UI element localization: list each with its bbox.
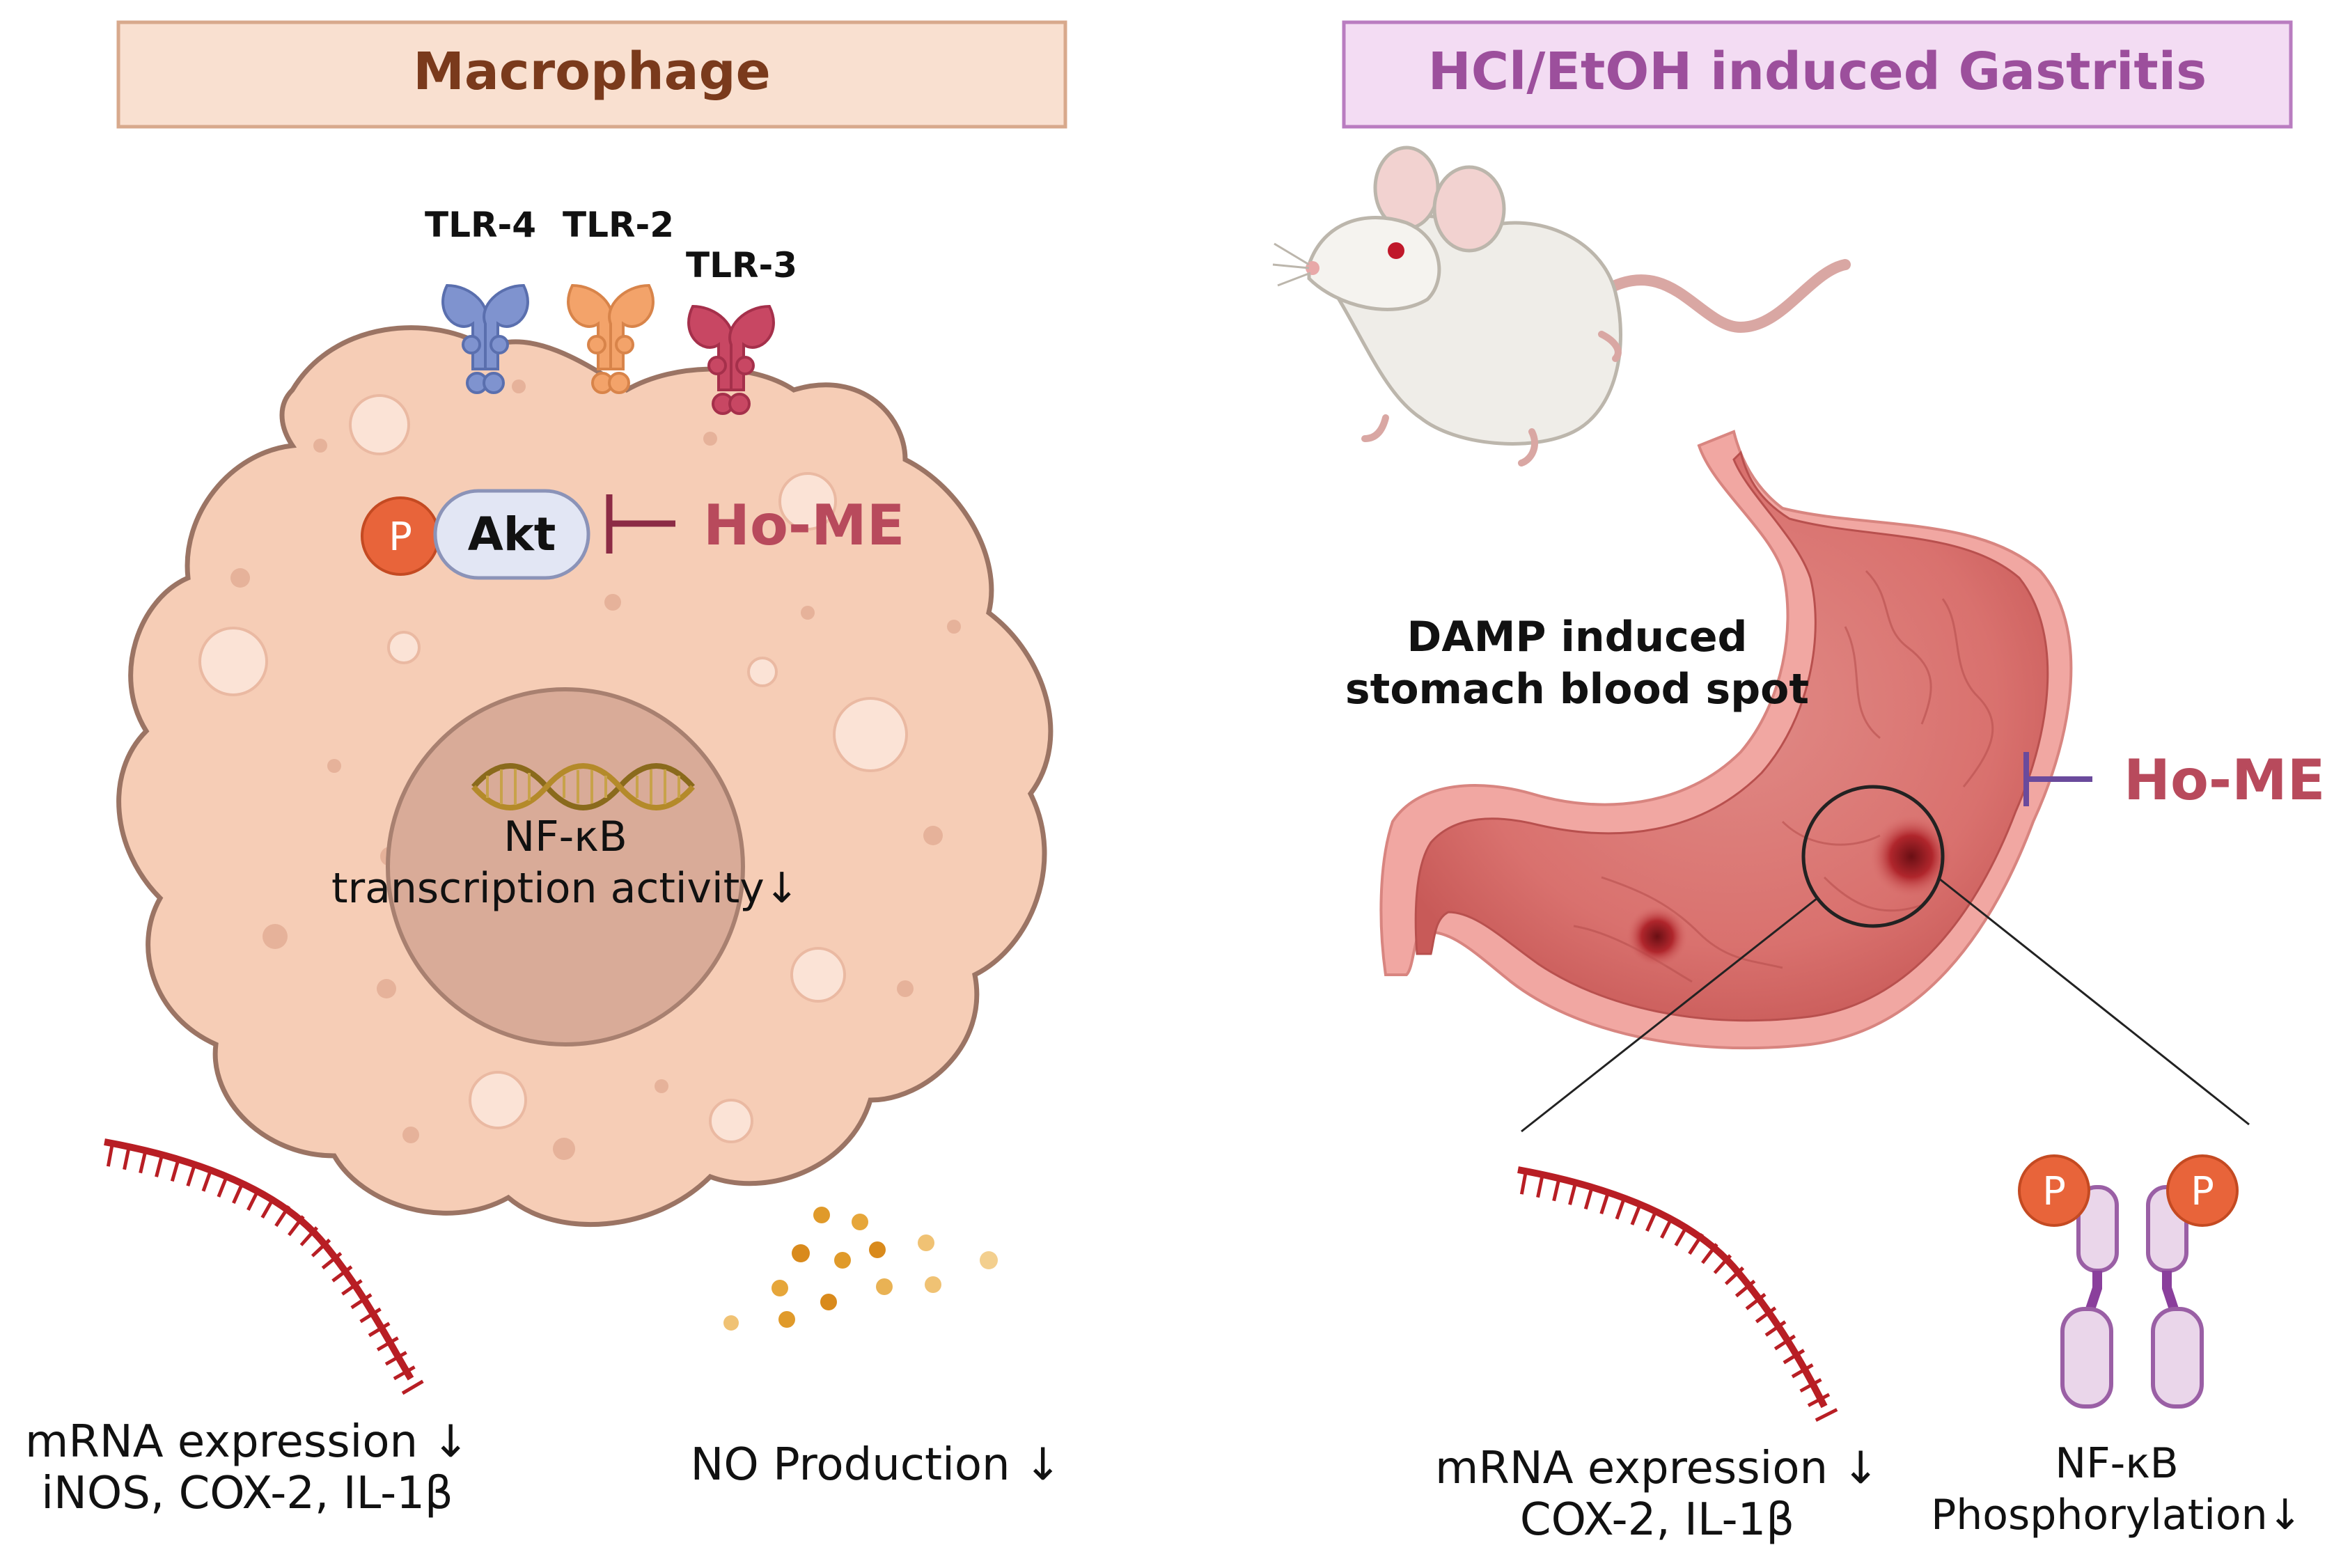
damp-text-line2: stomach blood spot: [1345, 665, 1809, 714]
nfkb-text-right-line1: NF-κB: [2055, 1439, 2179, 1488]
phospho-label: P: [389, 515, 412, 560]
tlr3-label: TLR-3: [686, 245, 797, 285]
mouse-icon: [1272, 146, 1851, 467]
tlr2-receptor-icon: [567, 283, 655, 394]
macrophage-panel: Macrophage: [25, 20, 1067, 1519]
mrna-strand-icon-right: [1517, 1166, 1840, 1425]
blood-spot-1: [1870, 815, 1953, 898]
tlr4-label: TLR-4: [425, 205, 536, 245]
akt-label: Akt: [468, 508, 556, 561]
blood-spot-2: [1626, 905, 1689, 968]
ho-me-label-right: Ho-ME: [2124, 748, 2325, 813]
nfkb-dimer-icon: [2060, 1185, 2204, 1409]
akt-pill: [433, 489, 590, 580]
gastritis-panel: HCl/EtOH induced Gastritis: [1272, 20, 2325, 1546]
zoom-circle: [1801, 785, 1945, 928]
macrophage-title: Macrophage: [413, 42, 771, 102]
phospho-circle-right-1: [2018, 1154, 2090, 1227]
mrna-text-right-line2: COX-2, IL-1β: [1520, 1494, 1794, 1546]
stomach-icon: [1379, 430, 2073, 1050]
tlr4-receptor-icon: [441, 283, 529, 394]
tlr2-label: TLR-2: [563, 205, 674, 245]
phospho-label-right-1: P: [2042, 1169, 2066, 1214]
phospho-circle-right-2: [2166, 1154, 2239, 1227]
no-particles-icon: [723, 1207, 998, 1331]
phospho-label-right-2: P: [2191, 1169, 2214, 1214]
cytoplasm-granules: [230, 379, 961, 1160]
no-production-text: NO Production ↓: [690, 1439, 1061, 1491]
inhibition-arrow-akt: [606, 494, 675, 554]
mrna-text-left-line2: iNOS, COX-2, IL-1β: [41, 1468, 453, 1519]
damp-text-line1: DAMP induced: [1407, 613, 1748, 661]
nfkb-text-right-line2: Phosphorylation↓: [1931, 1491, 2303, 1539]
zoom-line-left: [1521, 897, 1818, 1133]
nucleus-text-line1: NF-κB: [503, 813, 627, 861]
macrophage-title-box: [116, 20, 1067, 129]
dna-helix-icon: [471, 763, 696, 810]
zoom-line-right: [1939, 877, 2250, 1126]
gastritis-title: HCl/EtOH induced Gastritis: [1428, 42, 2207, 102]
nucleus-text-line2: transcription activity↓: [331, 864, 799, 913]
mrna-strand-icon-left: [104, 1138, 425, 1397]
mrna-text-left-line1: mRNA expression ↓: [25, 1416, 469, 1468]
mrna-text-right-line1: mRNA expression ↓: [1435, 1443, 1879, 1494]
ho-me-label-left: Ho-ME: [703, 493, 904, 558]
gastritis-title-box: [1342, 20, 2293, 129]
nucleus: [386, 687, 745, 1046]
tlr3-receptor-icon: [687, 304, 775, 415]
cytoplasm-vesicles: [198, 394, 908, 1143]
inhibition-arrow-stomach: [2023, 752, 2092, 806]
